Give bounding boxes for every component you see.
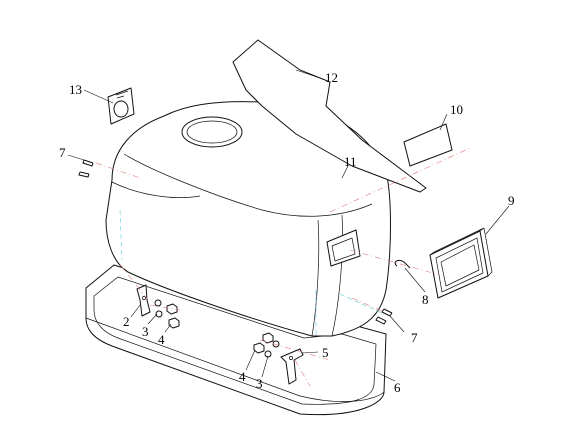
callout-8: 8: [422, 292, 429, 307]
callout-5: 5: [322, 345, 329, 360]
callout-6: 6: [394, 380, 401, 395]
center-lines: [95, 147, 471, 387]
engine-cover: [105, 101, 391, 337]
clip: [394, 259, 411, 269]
callout-4-left: 4: [158, 332, 165, 347]
callout-9: 9: [508, 193, 515, 208]
bracket-right: [280, 348, 304, 385]
callout-12: 12: [325, 70, 338, 85]
emblem-plate: [107, 87, 135, 125]
callout-labels: 13 12 10 7 11 9 8 7 2 3 4 5 4 3 6: [59, 70, 515, 395]
grille-frame: [429, 227, 493, 299]
callout-10: 10: [450, 102, 463, 117]
screws-upper-left: [78, 159, 94, 178]
callout-4-right: 4: [239, 369, 246, 384]
top-trim-strip: [232, 39, 427, 193]
callout-3-left: 3: [142, 324, 149, 339]
callout-7-upper: 7: [59, 145, 66, 160]
bracket-left: [136, 284, 151, 317]
callout-3-right: 3: [256, 376, 263, 391]
decal: [403, 123, 453, 167]
screws-lower-right: [375, 308, 393, 325]
callout-13: 13: [69, 82, 82, 97]
leader-lines: [67, 69, 510, 382]
washers-nuts-left: [154, 299, 180, 329]
callout-2: 2: [123, 314, 130, 329]
callout-11: 11: [344, 154, 357, 169]
callout-7-lower: 7: [411, 330, 418, 345]
washers-nuts-right: [253, 332, 280, 358]
